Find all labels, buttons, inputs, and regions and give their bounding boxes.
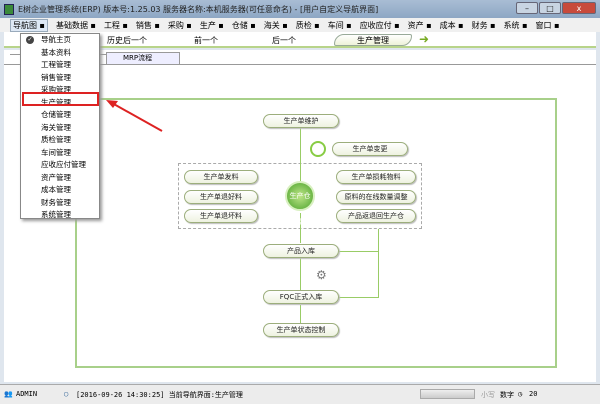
caliper-icon: ⚙: [316, 268, 327, 282]
menu-warehouse[interactable]: 仓储 ▪: [231, 20, 256, 30]
menu-system[interactable]: 系统 ▪: [503, 20, 528, 30]
maintain-node[interactable]: 生产单维护: [263, 114, 339, 128]
next-button[interactable]: 后一个: [272, 36, 296, 45]
menu-customs[interactable]: 海关 ▪: [263, 20, 288, 30]
dropdown-item-workshop[interactable]: 车间管理: [41, 147, 71, 157]
dropdown-item-home[interactable]: ✓ 导航主页: [21, 34, 99, 47]
menu-finance[interactable]: 财务 ▪: [471, 20, 496, 30]
title-bar: E树企业管理系统(ERP) 版本号:1.25.03 服务器名称:本机服务器(可任…: [0, 0, 600, 20]
content-area: MRP流程 生产单维护 生产单变更 生产单发料 生产单退好料 生产单退坏料 生产…: [4, 50, 596, 382]
product-return-node[interactable]: 产品返退回生产仓: [336, 209, 416, 223]
check-icon: ✓: [26, 36, 34, 44]
caps-indicator: 小写: [481, 391, 495, 399]
dropdown-item-customs[interactable]: 海关管理: [41, 122, 71, 132]
dropdown-item-qc[interactable]: 质检管理: [41, 135, 71, 144]
dropdown-item-basic[interactable]: 基本资料: [41, 47, 71, 57]
red-arrow-icon: [106, 100, 163, 132]
dropdown-item-cost[interactable]: 成本管理: [41, 185, 71, 194]
menu-assets[interactable]: 资产 ▪: [407, 20, 432, 30]
prev-button[interactable]: 前一个: [194, 36, 218, 45]
menu-production[interactable]: 生产 ▪: [199, 20, 224, 30]
adjust-node[interactable]: 原料的在线数量调整: [336, 190, 416, 204]
nav-dropdown: ✓ 导航主页 基本资料 工程管理 销售管理 采购管理 生产管理 仓储管理 海关管理…: [20, 33, 100, 219]
menu-basic-data[interactable]: 基础数据 ▪: [55, 20, 96, 30]
diagram-frame: [75, 98, 557, 368]
menu-engineering[interactable]: 工程 ▪: [103, 20, 128, 30]
menu-sales[interactable]: 销售 ▪: [135, 20, 160, 30]
tab-mrp[interactable]: MRP流程: [106, 52, 180, 64]
status-bar: 👥 ADMIN ◯ [2016-09-26 14:30:25] 当前导航界面:生…: [0, 384, 600, 404]
status-message: [2016-09-26 14:30:25] 当前导航界面:生产管理: [76, 391, 243, 399]
issue-node[interactable]: 生产单发料: [184, 170, 258, 184]
item-label: 导航主页: [41, 35, 71, 44]
nav-bar: 历史后一个 前一个 后一个 生产管理 ➜: [4, 32, 596, 48]
user-icon: 👥: [4, 390, 13, 398]
progress-bar: [420, 389, 475, 399]
menu-ar-ap[interactable]: 应收应付 ▪: [359, 20, 400, 30]
menu-nav[interactable]: 导航图 ▪: [10, 18, 48, 32]
change-node[interactable]: 生产单变更: [332, 142, 408, 156]
history-back-button[interactable]: 历史后一个: [107, 36, 147, 45]
clock-icon: ◷: [518, 390, 523, 398]
menu-cost[interactable]: 成本 ▪: [439, 20, 464, 30]
loss-node[interactable]: 生产单损耗物料: [336, 170, 416, 184]
current-nav-tab[interactable]: 生产管理: [334, 34, 412, 46]
dropdown-item-ar-ap[interactable]: 应收应付管理: [41, 160, 86, 169]
maximize-button[interactable]: □: [539, 2, 561, 14]
status-control-node[interactable]: 生产单状态控制: [263, 323, 339, 337]
dropdown-item-warehouse[interactable]: 仓储管理: [41, 110, 71, 119]
fqc-node[interactable]: FQC正式入库: [263, 290, 339, 304]
cycle-icon: [310, 141, 326, 157]
num-indicator: 数字: [500, 391, 514, 399]
dropdown-item-sales[interactable]: 销售管理: [41, 72, 71, 82]
window-title: E树企业管理系统(ERP) 版本号:1.25.03 服务器名称:本机服务器(可任…: [18, 5, 379, 14]
dropdown-item-assets[interactable]: 资产管理: [41, 172, 71, 182]
warehouse-hub[interactable]: 生产仓库: [285, 181, 315, 226]
menu-window[interactable]: 窗口 ▪: [535, 20, 560, 30]
menu-bar: 导航图 ▪ 基础数据 ▪ 工程 ▪ 销售 ▪ 采购 ▪ 生产 ▪ 仓储 ▪ 海关…: [0, 18, 600, 32]
refresh-icon[interactable]: ➜: [419, 32, 430, 46]
dropdown-item-finance[interactable]: 财务管理: [41, 197, 71, 207]
app-icon: [4, 4, 14, 15]
menu-qc[interactable]: 质检 ▪: [295, 20, 320, 30]
menu-workshop[interactable]: 车间 ▪: [327, 20, 352, 30]
status-clock: 20: [529, 390, 538, 398]
info-icon: ◯: [64, 390, 69, 398]
status-user: ADMIN: [16, 390, 38, 398]
dropdown-item-engineering[interactable]: 工程管理: [41, 60, 71, 69]
menu-purchase[interactable]: 采购 ▪: [167, 20, 192, 30]
highlight-box: [22, 92, 99, 106]
minimize-button[interactable]: –: [516, 2, 538, 14]
dropdown-item-production[interactable]: 生产管理: [41, 97, 71, 107]
dropdown-item-system[interactable]: 系统管理: [41, 210, 71, 219]
close-button[interactable]: x: [562, 2, 596, 14]
dropdown-item-purchase[interactable]: 采购管理: [41, 85, 71, 94]
return-bad-node[interactable]: 生产单退坏料: [184, 209, 258, 223]
return-good-node[interactable]: 生产单退好料: [184, 190, 258, 204]
stock-in-node[interactable]: 产品入库: [263, 244, 339, 258]
